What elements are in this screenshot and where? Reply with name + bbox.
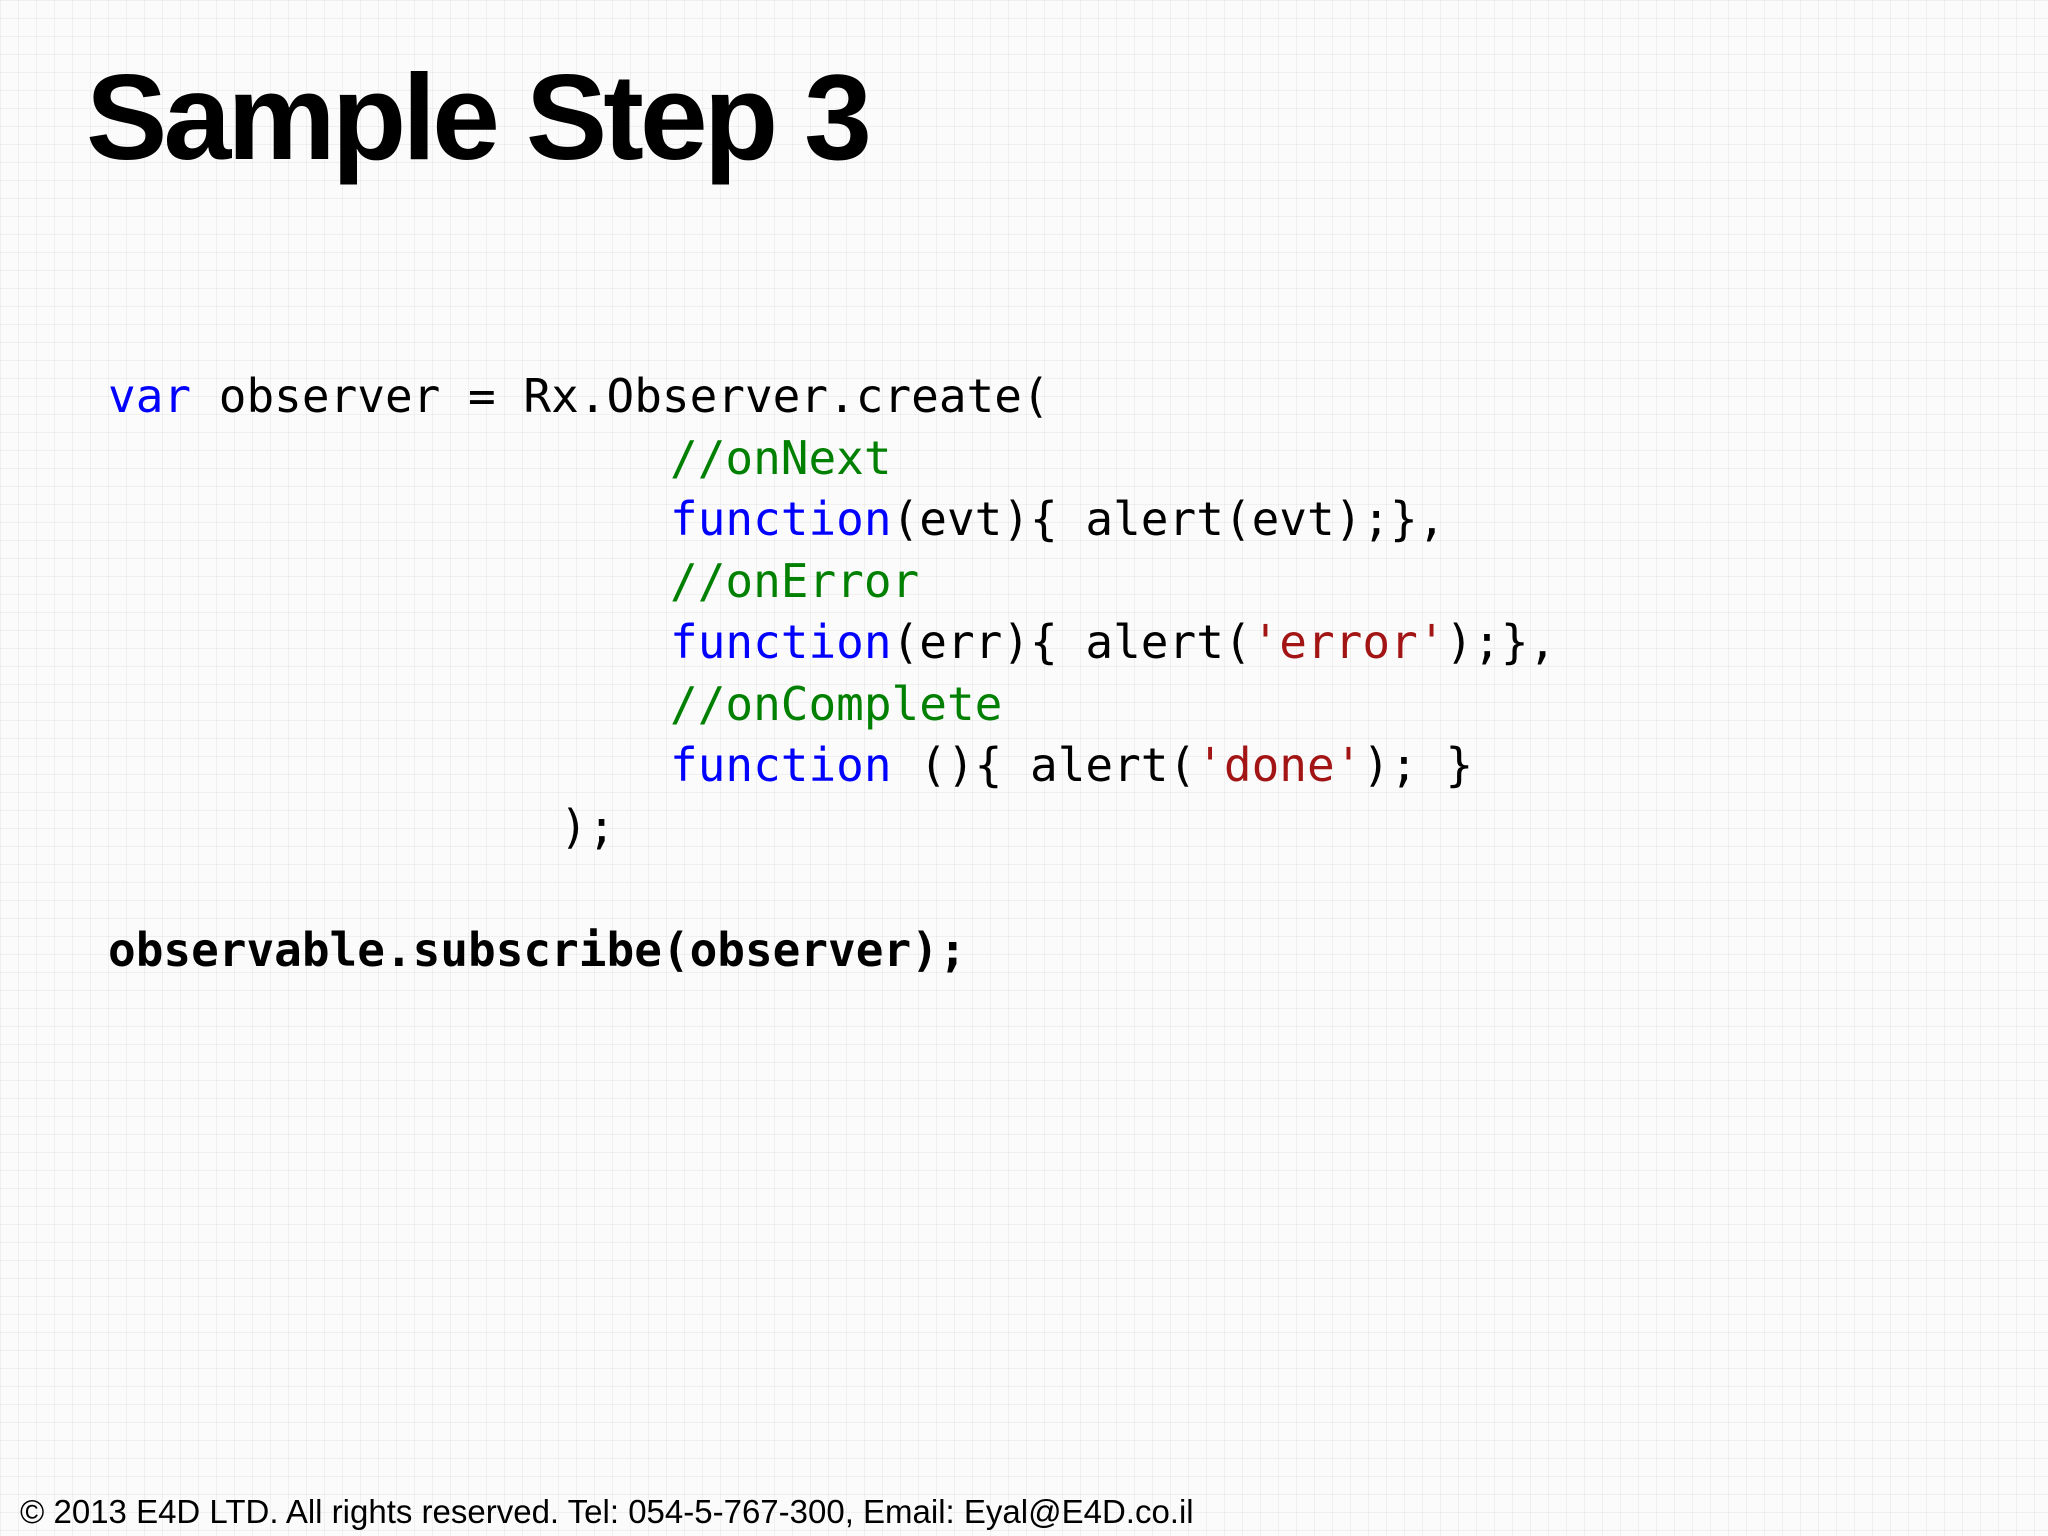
copyright-footer: © 2013 E4D LTD. All rights reserved. Tel… [20,1493,1194,1530]
code-line-onnext-function: function(evt){ alert(evt);}, [108,489,1556,551]
code-string-error: 'error' [1251,615,1446,669]
code-string-done: 'done' [1196,738,1363,792]
code-comment-onerror: //onError [670,553,920,608]
code-text-subscribe: observable.subscribe(observer); [108,922,967,977]
code-comment-onnext: //onNext [670,430,892,485]
code-text-close-paren: ); [560,799,616,854]
code-line-subscribe: observable.subscribe(observer); [108,920,1556,982]
code-keyword-function: function [670,615,892,669]
code-block: var observer = Rx.Observer.create( //onN… [108,366,1556,981]
code-text-observer-create: observer = Rx.Observer.create( [191,369,1050,423]
code-text-onerror-end: );}, [1445,615,1557,669]
code-line-oncomplete-function: function (){ alert('done'); } [108,735,1556,797]
code-comment-oncomplete: //onComplete [670,676,1003,731]
code-keyword-function: function [670,492,892,546]
code-text-oncomplete-end: ); } [1362,738,1474,792]
code-line-onerror-function: function(err){ alert('error');}, [108,612,1556,674]
code-text-oncomplete-call: (){ alert( [891,738,1197,792]
code-line-oncomplete-comment: //onComplete [108,674,1556,736]
slide-title: Sample Step 3 [86,49,872,185]
code-line-observer-declaration: var observer = Rx.Observer.create( [108,366,1556,428]
code-text-onnext-body: (evt){ alert(evt);}, [891,492,1446,546]
code-line-onerror-comment: //onError [108,551,1556,613]
code-keyword-var: var [108,369,192,423]
code-line-onnext-comment: //onNext [108,428,1556,490]
code-blank-line [108,858,1556,920]
code-text-onerror-call: (err){ alert( [891,615,1252,669]
code-line-close-create: ); [108,797,1556,859]
code-keyword-function: function [670,738,892,792]
